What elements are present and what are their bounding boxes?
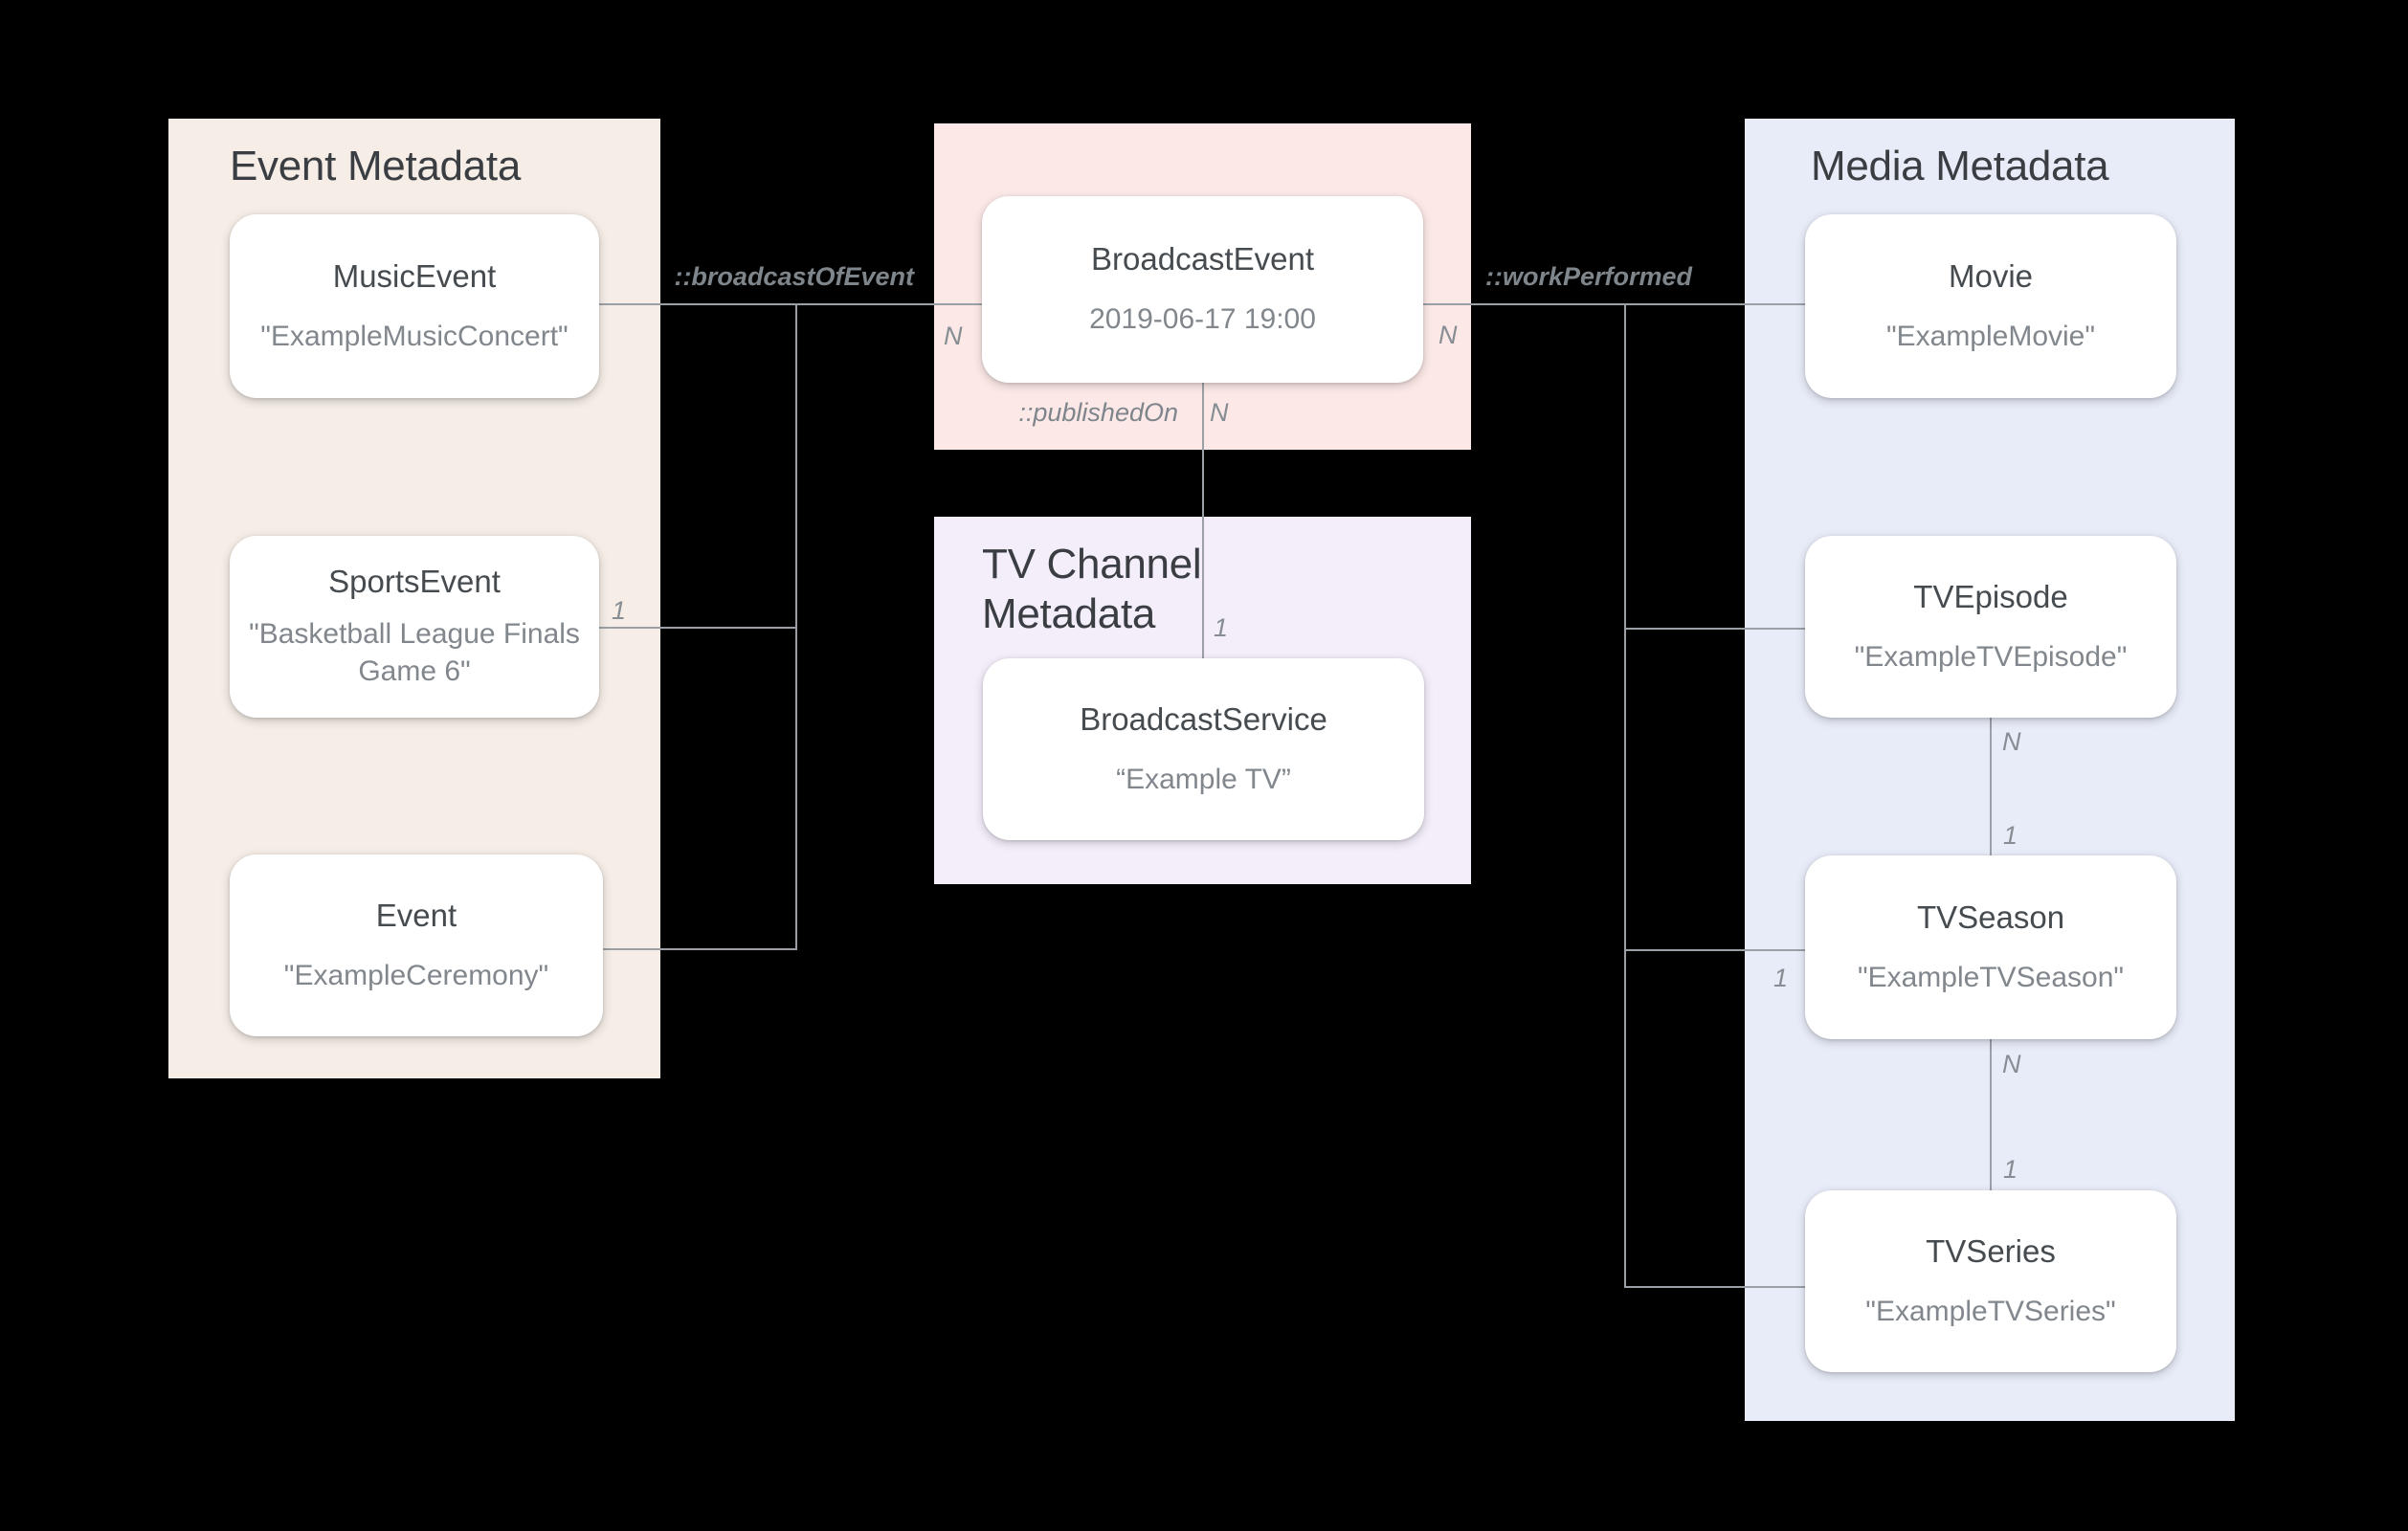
node-sportsevent: SportsEvent "Basketball League Finals Ga… <box>230 536 599 718</box>
node-broadcastevent: BroadcastEvent 2019-06-17 19:00 <box>982 196 1423 383</box>
connector-tvepisode-tvseason <box>1990 718 1992 855</box>
cardinality-broadcastevent-left-n: N <box>944 322 963 350</box>
relation-label-broadcastofevent: ::broadcastOfEvent <box>674 262 914 291</box>
connector-broadcastevent-movie <box>1423 303 1805 305</box>
node-musicevent-title: MusicEvent <box>332 257 497 294</box>
connector-musicevent-broadcastevent <box>598 303 983 305</box>
connector-right-vertical <box>1624 303 1626 1288</box>
cardinality-sportsevent-1: 1 <box>612 596 627 625</box>
node-tvepisode-title: TVEpisode <box>1913 578 2068 614</box>
cardinality-tvepisode-tvseason-n: N <box>2002 727 2021 756</box>
connector-tvseason-tvseries <box>1990 1039 1992 1190</box>
node-event-title: Event <box>375 897 457 933</box>
cardinality-broadcastevent-right-n: N <box>1438 321 1458 349</box>
connector-left-vertical <box>795 303 797 950</box>
cardinality-broadcastservice-1: 1 <box>1214 613 1229 642</box>
event-metadata-panel-title: Event Metadata <box>230 143 521 189</box>
node-broadcastevent-value: 2019-06-17 19:00 <box>1089 303 1316 335</box>
node-tvseries-title: TVSeries <box>1926 1232 2056 1269</box>
node-broadcastservice-value: “Example TV” <box>1116 763 1291 795</box>
node-tvseries: TVSeries "ExampleTVSeries" <box>1805 1190 2176 1372</box>
node-musicevent-value: "ExampleMusicConcert" <box>260 320 569 352</box>
cardinality-tvepisode-tvseason-1: 1 <box>2003 821 2018 850</box>
node-musicevent: MusicEvent "ExampleMusicConcert" <box>230 214 599 398</box>
node-tvseason-value: "ExampleTVSeason" <box>1857 961 2125 993</box>
node-event: Event "ExampleCeremony" <box>230 854 603 1036</box>
cardinality-tvseason-left-1: 1 <box>1773 964 1789 992</box>
node-movie-value: "ExampleMovie" <box>1885 320 2096 352</box>
node-tvepisode: TVEpisode "ExampleTVEpisode" <box>1805 536 2176 718</box>
tv-channel-metadata-panel-title: TV Channel Metadata <box>982 541 1202 637</box>
node-event-value: "ExampleCeremony" <box>283 959 549 991</box>
node-tvseason: TVSeason "ExampleTVSeason" <box>1805 855 2176 1039</box>
cardinality-tvseason-tvseries-n: N <box>2002 1050 2021 1078</box>
relation-label-publishedon: ::publishedOn <box>1018 398 1178 427</box>
connector-sportsevent-stub <box>598 627 796 629</box>
relation-label-workperformed: ::workPerformed <box>1485 262 1693 291</box>
node-tvseason-title: TVSeason <box>1916 899 2065 935</box>
connector-event-stub <box>601 948 796 950</box>
node-broadcastevent-title: BroadcastEvent <box>1091 241 1314 277</box>
connector-tvseason-stub <box>1624 949 1809 951</box>
node-tvepisode-value: "ExampleTVEpisode" <box>1854 640 2128 673</box>
node-movie: Movie "ExampleMovie" <box>1805 214 2176 398</box>
media-metadata-panel-title: Media Metadata <box>1811 143 2109 189</box>
connector-publishedon-vertical <box>1202 383 1204 658</box>
connector-tvepisode-stub <box>1624 628 1805 630</box>
cardinality-publishedon-n: N <box>1210 398 1229 427</box>
node-movie-title: Movie <box>1948 257 2034 294</box>
connector-tvseries-stub <box>1624 1286 1809 1288</box>
node-sportsevent-title: SportsEvent <box>328 564 501 599</box>
node-broadcastservice-title: BroadcastService <box>1080 700 1327 737</box>
node-broadcastservice: BroadcastService “Example TV” <box>983 658 1424 840</box>
node-tvseries-value: "ExampleTVSeries" <box>1865 1295 2116 1327</box>
cardinality-tvseason-tvseries-1: 1 <box>2003 1155 2018 1184</box>
node-sportsevent-value: "Basketball League Finals Game 6" <box>249 618 580 687</box>
